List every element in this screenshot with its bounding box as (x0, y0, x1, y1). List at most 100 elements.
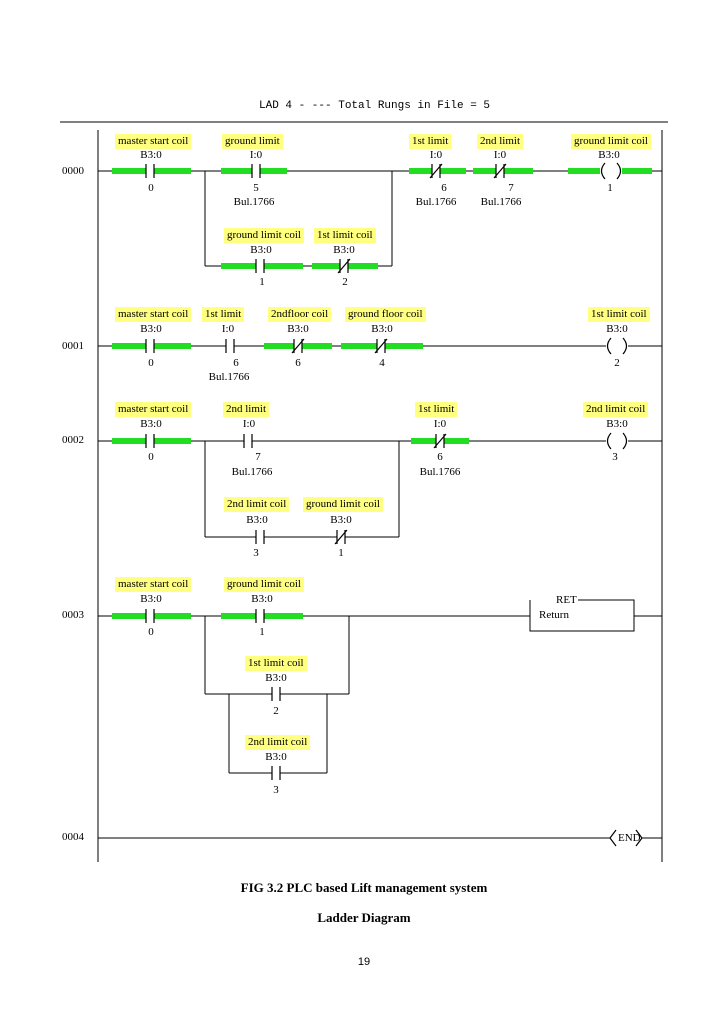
rung-0001-1st-limit-addr: I:0 (221, 323, 235, 335)
rung-0000-1st-limit-addr: I:0 (429, 149, 443, 161)
rung-number-0003: 0003 (62, 609, 84, 621)
rung-0001-output-coil (606, 337, 628, 355)
rung-0000-1st-limit-bit: 6 (441, 182, 447, 194)
rung-0001-groundfloor-contact (374, 338, 388, 354)
rung-0003-1st-coil-addr: B3:0 (265, 672, 287, 684)
rung-0003-master-addr: B3:0 (140, 593, 162, 605)
page-number: 19 (357, 956, 371, 968)
rung-number-0001: 0001 (62, 340, 84, 352)
rung-0000-coil-bit: 1 (607, 182, 613, 194)
rung-0002-2nd-limit-contact (243, 434, 253, 448)
rung-0001-master-addr: B3:0 (140, 323, 162, 335)
rung-0000-master-contact (145, 164, 155, 178)
rung-0000-branch-ground-contact (255, 259, 265, 273)
rung-0000-2nd-limit-bit: 7 (508, 182, 514, 194)
rung-0002-master-bit: 0 (148, 451, 154, 463)
rung-0002-1st-limit-contact (433, 433, 447, 449)
rung-0002-branch-2nd-coil-name: 2nd limit coil (224, 497, 290, 512)
rung-0001-coil-name: 1st limit coil (588, 307, 650, 322)
rung-0002-2nd-limit-addr: I:0 (242, 418, 256, 430)
rung-0002-1st-limit-bit: 6 (437, 451, 443, 463)
rung-0001-master-name: master start coil (115, 307, 192, 322)
rung-0000-branch-1st-coil-addr: B3:0 (333, 244, 355, 256)
rung-0001-1st-limit-cat: Bul.1766 (208, 371, 250, 383)
rung-0000-2nd-limit-addr: I:0 (493, 149, 507, 161)
rung-0001-1st-limit-name: 1st limit (202, 307, 245, 322)
rung-0000-branch-ground-coil-addr: B3:0 (250, 244, 272, 256)
rung-0002-1st-limit-addr: I:0 (433, 418, 447, 430)
rung-0001-2ndfloor-bit: 6 (295, 357, 301, 369)
rung-number-0002: 0002 (62, 434, 84, 446)
rung-0002-branch-2nd-coil-bit: 3 (253, 547, 259, 559)
rung-number-0000: 0000 (62, 165, 84, 177)
rung-0003-master-name: master start coil (115, 577, 192, 592)
rung-number-0004: 0004 (62, 831, 84, 843)
rung-0002-branch-2nd-coil-addr: B3:0 (246, 514, 268, 526)
rung-0000-branch-1st-contact (337, 258, 351, 274)
rung-0000-branch-ground-coil-bit: 1 (259, 276, 265, 288)
file-header-title: LAD 4 - --- Total Rungs in File = 5 (259, 100, 491, 112)
rung-0001-2ndfloor-name: 2ndfloor coil (268, 307, 332, 322)
rung-0000-ground-limit-name: ground limit (222, 134, 283, 149)
rung-0002-branch-ground-coil-bit: 1 (338, 547, 344, 559)
rung-0002-master-addr: B3:0 (140, 418, 162, 430)
rung-0003-1st-coil-bit: 2 (273, 705, 279, 717)
rung-0000-ground-limit-contact (251, 164, 261, 178)
rung-0002-2nd-limit-cat: Bul.1766 (231, 466, 273, 478)
rung-0002-coil-addr: B3:0 (606, 418, 628, 430)
rung-0000-master-name: master start coil (115, 134, 192, 149)
rung-0001-2ndfloor-addr: B3:0 (287, 323, 309, 335)
rung-0000-ground-limit-cat: Bul.1766 (233, 196, 275, 208)
figure-subcaption: Ladder Diagram (317, 910, 411, 925)
rung-0000-output-coil (600, 162, 622, 180)
rung-0003-1st-coil-contact (271, 687, 281, 701)
rung-0003-ground-coil-name: ground limit coil (224, 577, 304, 592)
rung-0002-branch-ground-coil-name: ground limit coil (303, 497, 383, 512)
rung-0001-groundfloor-bit: 4 (379, 357, 385, 369)
rung-0002-branch-ground-coil-addr: B3:0 (330, 514, 352, 526)
rung-0003-master-bit: 0 (148, 626, 154, 638)
rung-0003-ground-coil-contact (255, 609, 265, 623)
rung-0002-branch-ground-contact (334, 529, 348, 545)
rung-0001-2ndfloor-contact (291, 338, 305, 354)
end-instruction (609, 829, 643, 847)
rung-0001-master-contact (145, 339, 155, 353)
rung-0000-2nd-limit-contact (493, 163, 507, 179)
rung-0000-master-bit: 0 (148, 182, 154, 194)
rung-0000-2nd-limit-cat: Bul.1766 (480, 196, 522, 208)
rung-0002-1st-limit-name: 1st limit (415, 402, 458, 417)
rung-0001-coil-addr: B3:0 (606, 323, 628, 335)
rung-0002-output-coil (606, 432, 628, 450)
rung-0000-ground-limit-addr: I:0 (249, 149, 263, 161)
rung-0000-1st-limit-contact (429, 163, 443, 179)
rung-0002-master-contact (145, 434, 155, 448)
end-label: END (618, 832, 641, 844)
rung-0000-coil-name: ground limit coil (571, 134, 651, 149)
rung-0003-master-contact (145, 609, 155, 623)
rung-0003-2nd-coil-contact (271, 766, 281, 780)
rung-0002-coil-bit: 3 (612, 451, 618, 463)
rung-0001-1st-limit-bit: 6 (233, 357, 239, 369)
rung-0000-1st-limit-name: 1st limit (409, 134, 452, 149)
rung-0000-branch-1st-coil-name: 1st limit coil (314, 228, 376, 243)
rung-0003-ground-coil-addr: B3:0 (251, 593, 273, 605)
rung-0002-2nd-limit-name: 2nd limit (223, 402, 270, 417)
rung-0003-1st-coil-name: 1st limit coil (245, 656, 307, 671)
rung-0001-1st-limit-contact (225, 339, 235, 353)
rung-0003-2nd-coil-bit: 3 (273, 784, 279, 796)
rung-0002-1st-limit-cat: Bul.1766 (419, 466, 461, 478)
rung-0003-2nd-coil-name: 2nd limit coil (245, 735, 311, 750)
rung-0002-master-name: master start coil (115, 402, 192, 417)
rung-0002-2nd-limit-bit: 7 (255, 451, 261, 463)
ret-title: RET (556, 594, 577, 606)
rung-0000-ground-limit-bit: 5 (253, 182, 259, 194)
rung-0001-coil-bit: 2 (614, 357, 620, 369)
rung-0000-2nd-limit-name: 2nd limit (477, 134, 524, 149)
figure-caption: FIG 3.2 PLC based Lift management system (240, 880, 488, 895)
rung-0001-groundfloor-addr: B3:0 (371, 323, 393, 335)
rung-0000-branch-1st-coil-bit: 2 (342, 276, 348, 288)
rung-0000-coil-addr: B3:0 (598, 149, 620, 161)
rung-0000-1st-limit-cat: Bul.1766 (415, 196, 457, 208)
